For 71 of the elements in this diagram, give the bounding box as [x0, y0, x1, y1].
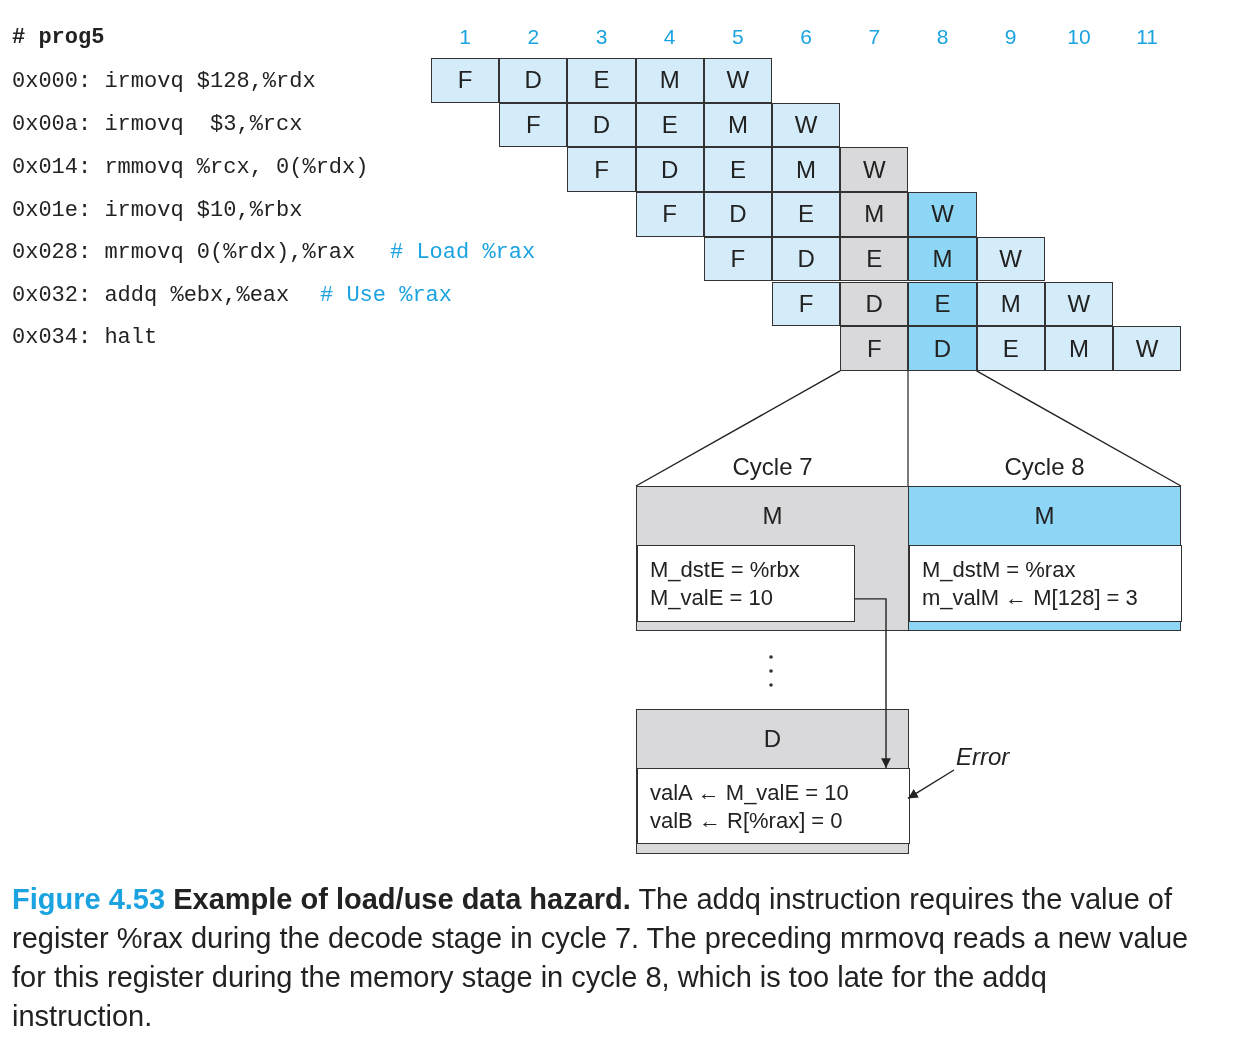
cycle-number: 8: [936, 25, 949, 49]
pipeline-stage-cell: W: [772, 102, 841, 148]
pipeline-stage-cell: D: [840, 281, 909, 327]
pipeline-stage-cell: M: [1044, 326, 1113, 371]
pipeline-stage-cell: M: [772, 147, 841, 193]
annotation-text: Error: [956, 740, 1036, 774]
register-values-box: M_dstM = %rax m_valM ← M[128] = 3: [909, 545, 1182, 622]
pipeline-stage-cell: W: [1044, 281, 1113, 327]
arrow: [854, 598, 891, 769]
cycle-number: 6: [800, 25, 812, 49]
pipeline-stage-cell: D: [635, 147, 704, 193]
stage-label: M: [1033, 501, 1056, 531]
pipeline-stage-cell: M: [703, 102, 772, 148]
cycle-number: 2: [527, 25, 540, 49]
pipeline-stage-cell: M: [976, 281, 1045, 327]
cycle-number: 9: [1004, 25, 1017, 49]
cycle-number: 10: [1067, 25, 1091, 49]
zoom-line: [635, 370, 841, 487]
stage-panel: [636, 709, 909, 854]
code-comment: # Load %rax: [390, 239, 536, 265]
code-line: 0x000: irmovq $128,%rdx: [12, 68, 316, 94]
register-values-box: M_dstE = %rbx M_valE = 10: [637, 545, 855, 622]
stage-label: M: [761, 501, 784, 531]
pipeline-stage-cell: M: [840, 192, 909, 237]
pipeline-stage-cell: F: [703, 236, 772, 282]
pipeline-stage-cell: W: [908, 192, 977, 237]
code-line: 0x032: addq %ebx,%eax: [12, 282, 290, 308]
pipeline-stage-cell: D: [567, 102, 636, 148]
pipeline-stage-cell: W: [1113, 326, 1182, 371]
cycle-heading: Cycle 7: [731, 452, 814, 482]
pipeline-stage-cell: E: [840, 236, 909, 282]
pipeline-stage-cell: F: [772, 281, 841, 327]
pipeline-stage-cell: W: [703, 58, 772, 103]
pipeline-stage-cell: F: [567, 147, 636, 193]
cycle-number: 1: [459, 25, 471, 49]
cycle-number: 4: [663, 25, 676, 49]
code-line: 0x034: halt: [12, 324, 158, 350]
pipeline-stage-cell: M: [635, 58, 704, 103]
pipeline-stage-cell: E: [703, 147, 772, 193]
pipeline-stage-cell: F: [635, 192, 704, 237]
pipeline-stage-cell: W: [840, 147, 909, 193]
code-comment: # Use %rax: [320, 282, 453, 308]
zoom-line: [975, 370, 1182, 487]
code-line: 0x01e: irmovq $10,%rbx: [12, 197, 303, 223]
pipeline-stage-cell: E: [908, 281, 977, 327]
stage-label: D: [762, 724, 783, 754]
pipeline-stage-cell: M: [908, 236, 977, 282]
pipeline-stage-cell: E: [635, 102, 704, 148]
cycle-heading: Cycle 8: [1003, 452, 1086, 482]
code-line: 0x00a: irmovq $3,%rcx: [12, 111, 303, 137]
cycle-number: 3: [595, 25, 608, 49]
pipeline-stage-cell: F: [431, 58, 500, 103]
cycle-number: 5: [732, 25, 744, 49]
pipeline-stage-cell: D: [703, 192, 772, 237]
code-line: 0x028: mrmovq 0(%rdx),%rax: [12, 239, 356, 265]
pipeline-stage-cell: E: [976, 326, 1045, 371]
pipeline-stage-cell: W: [976, 236, 1045, 282]
pipeline-stage-cell: D: [499, 58, 568, 103]
code-line: 0x014: rmmovq %rcx, 0(%rdx): [12, 154, 369, 180]
pipeline-stage-cell: E: [567, 58, 636, 103]
cycle-number: 7: [868, 25, 881, 49]
pipeline-stage-cell: E: [772, 192, 841, 237]
pipeline-stage-cell: D: [908, 326, 977, 371]
program-title: # prog5: [12, 24, 105, 50]
register-values-box: valA ← M_valE = 10 valB ← R[%rax] = 0: [637, 768, 910, 844]
figure-caption: Figure 4.53 Example of load/use data hazard. The addq instruction requires the value of register %rax during the decode stage in cycle 7. The preceding mrmovq reads a new value for this register during the memory stage in cycle 8, which is too late for the addq instruction.: [12, 882, 1190, 1034]
cycle-number: 11: [1136, 25, 1158, 49]
pipeline-stage-cell: F: [840, 326, 909, 371]
arrow: [907, 769, 955, 800]
pipeline-stage-cell: F: [499, 102, 568, 148]
pipeline-stage-cell: D: [772, 236, 841, 282]
